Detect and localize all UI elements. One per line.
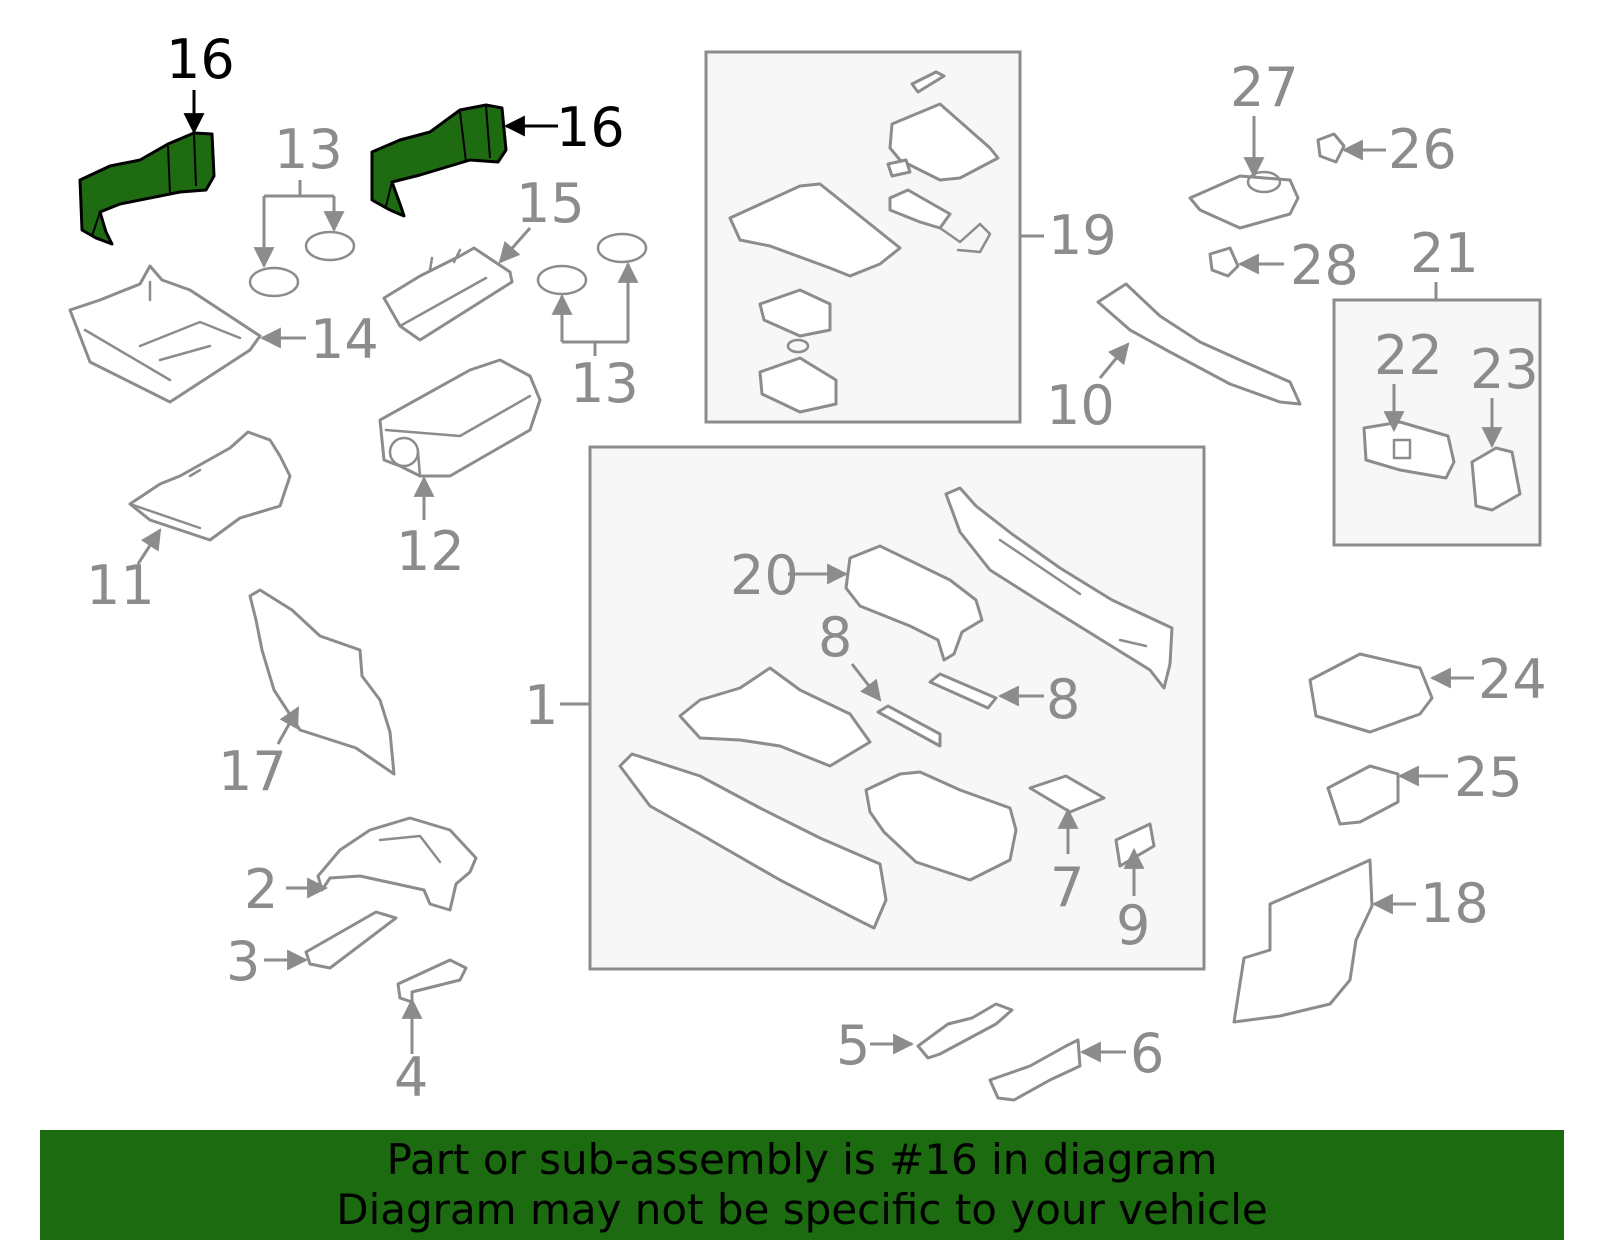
label-9: 9: [1116, 894, 1150, 957]
label-6: 6: [1130, 1022, 1164, 1085]
label-12: 12: [396, 520, 465, 583]
label-24: 24: [1478, 648, 1547, 711]
part-13-rings-right: [536, 232, 648, 356]
label-5: 5: [836, 1014, 870, 1077]
label-27: 27: [1230, 56, 1299, 119]
label-28: 28: [1290, 234, 1359, 297]
label-23: 23: [1470, 338, 1539, 401]
banner-line-2: Diagram may not be specific to your vehi…: [336, 1185, 1268, 1234]
part-11-panel[interactable]: [128, 430, 292, 542]
part-14-tray[interactable]: [68, 264, 262, 404]
leader-17: [276, 706, 300, 745]
label-25: 25: [1454, 746, 1523, 809]
group-box-1: [588, 445, 1206, 971]
part-26-clip[interactable]: [1316, 132, 1346, 164]
label-7: 7: [1050, 856, 1084, 919]
part-22-socket[interactable]: [1362, 420, 1456, 480]
part-24-box[interactable]: [1308, 652, 1434, 734]
label-13a: 13: [274, 118, 343, 181]
label-2: 2: [244, 858, 278, 921]
part-2-bracket[interactable]: [316, 816, 478, 912]
label-22: 22: [1374, 324, 1443, 387]
label-10: 10: [1046, 374, 1115, 437]
part-10-strip[interactable]: [1096, 282, 1302, 406]
part-25-bezel[interactable]: [1326, 764, 1400, 826]
label-14: 14: [310, 308, 379, 371]
part-19-shifter-assembly[interactable]: [728, 70, 1044, 414]
part-8-trim-strip-a[interactable]: [876, 704, 942, 748]
label-20: 20: [730, 544, 799, 607]
part-console-left-side[interactable]: [618, 752, 888, 930]
part-20-armrest[interactable]: [844, 544, 984, 662]
label-13b: 13: [570, 352, 639, 415]
label-15: 15: [516, 172, 585, 235]
label-1: 1: [524, 674, 558, 737]
part-console-right-side[interactable]: [944, 486, 1174, 690]
info-banner: Part or sub-assembly is #16 in diagram D…: [40, 1130, 1564, 1240]
part-5-bracket[interactable]: [916, 1002, 1014, 1060]
label-17: 17: [218, 740, 287, 803]
part-15-insert[interactable]: [382, 246, 514, 342]
label-18: 18: [1420, 872, 1489, 935]
part-17-trim[interactable]: [248, 588, 396, 776]
label-11: 11: [86, 554, 155, 617]
label-21: 21: [1410, 222, 1479, 285]
part-16-right[interactable]: [370, 103, 508, 218]
label-16a: 16: [166, 28, 235, 91]
label-19: 19: [1048, 204, 1117, 267]
label-3: 3: [226, 930, 260, 993]
leader-8a: [850, 663, 882, 702]
leader-10: [1098, 342, 1130, 379]
banner-line-1: Part or sub-assembly is #16 in diagram: [386, 1135, 1218, 1184]
group-box-21: [1332, 298, 1542, 547]
part-6-bracket[interactable]: [988, 1038, 1082, 1102]
leader-15: [498, 227, 532, 264]
part-13-rings-left: [248, 180, 356, 298]
part-7-pad[interactable]: [1028, 774, 1106, 814]
leader-11: [136, 528, 162, 565]
label-8b: 8: [1046, 668, 1080, 731]
part-console-base[interactable]: [678, 666, 872, 768]
part-4-bracket[interactable]: [396, 958, 468, 1004]
label-4: 4: [394, 1046, 428, 1109]
label-16b: 16: [556, 96, 625, 159]
part-27-switch[interactable]: [1188, 170, 1300, 230]
part-3-plate[interactable]: [304, 910, 398, 970]
part-28-clip[interactable]: [1208, 246, 1240, 278]
part-18-side-panel[interactable]: [1232, 858, 1374, 1024]
label-8a: 8: [818, 606, 852, 669]
part-16-left[interactable]: [78, 131, 216, 246]
part-cupholder-tray[interactable]: [864, 770, 1018, 882]
part-12-bin[interactable]: [378, 358, 542, 478]
label-26: 26: [1388, 118, 1457, 181]
part-8-trim-strip-b[interactable]: [928, 672, 998, 710]
